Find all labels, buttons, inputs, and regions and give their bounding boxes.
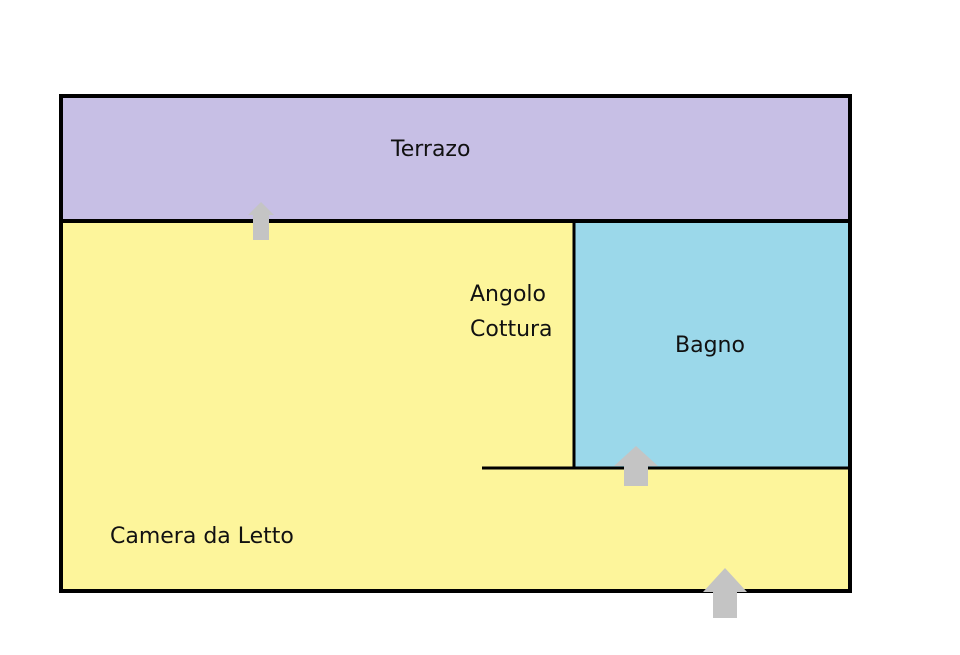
label-angolo: Angolo xyxy=(470,282,546,307)
outer-wall xyxy=(59,94,852,593)
arrow-up-icon xyxy=(614,446,658,486)
room-terrazo xyxy=(61,96,850,221)
arrow-up-icon xyxy=(703,568,747,618)
room-bagno xyxy=(574,221,850,468)
label-terrazo: Terrazo xyxy=(391,137,471,162)
arrow-up-icon xyxy=(248,202,274,240)
label-camera-da-letto: Camera da Letto xyxy=(110,524,294,549)
label-cottura: Cottura xyxy=(470,317,553,342)
label-bagno: Bagno xyxy=(675,333,745,358)
